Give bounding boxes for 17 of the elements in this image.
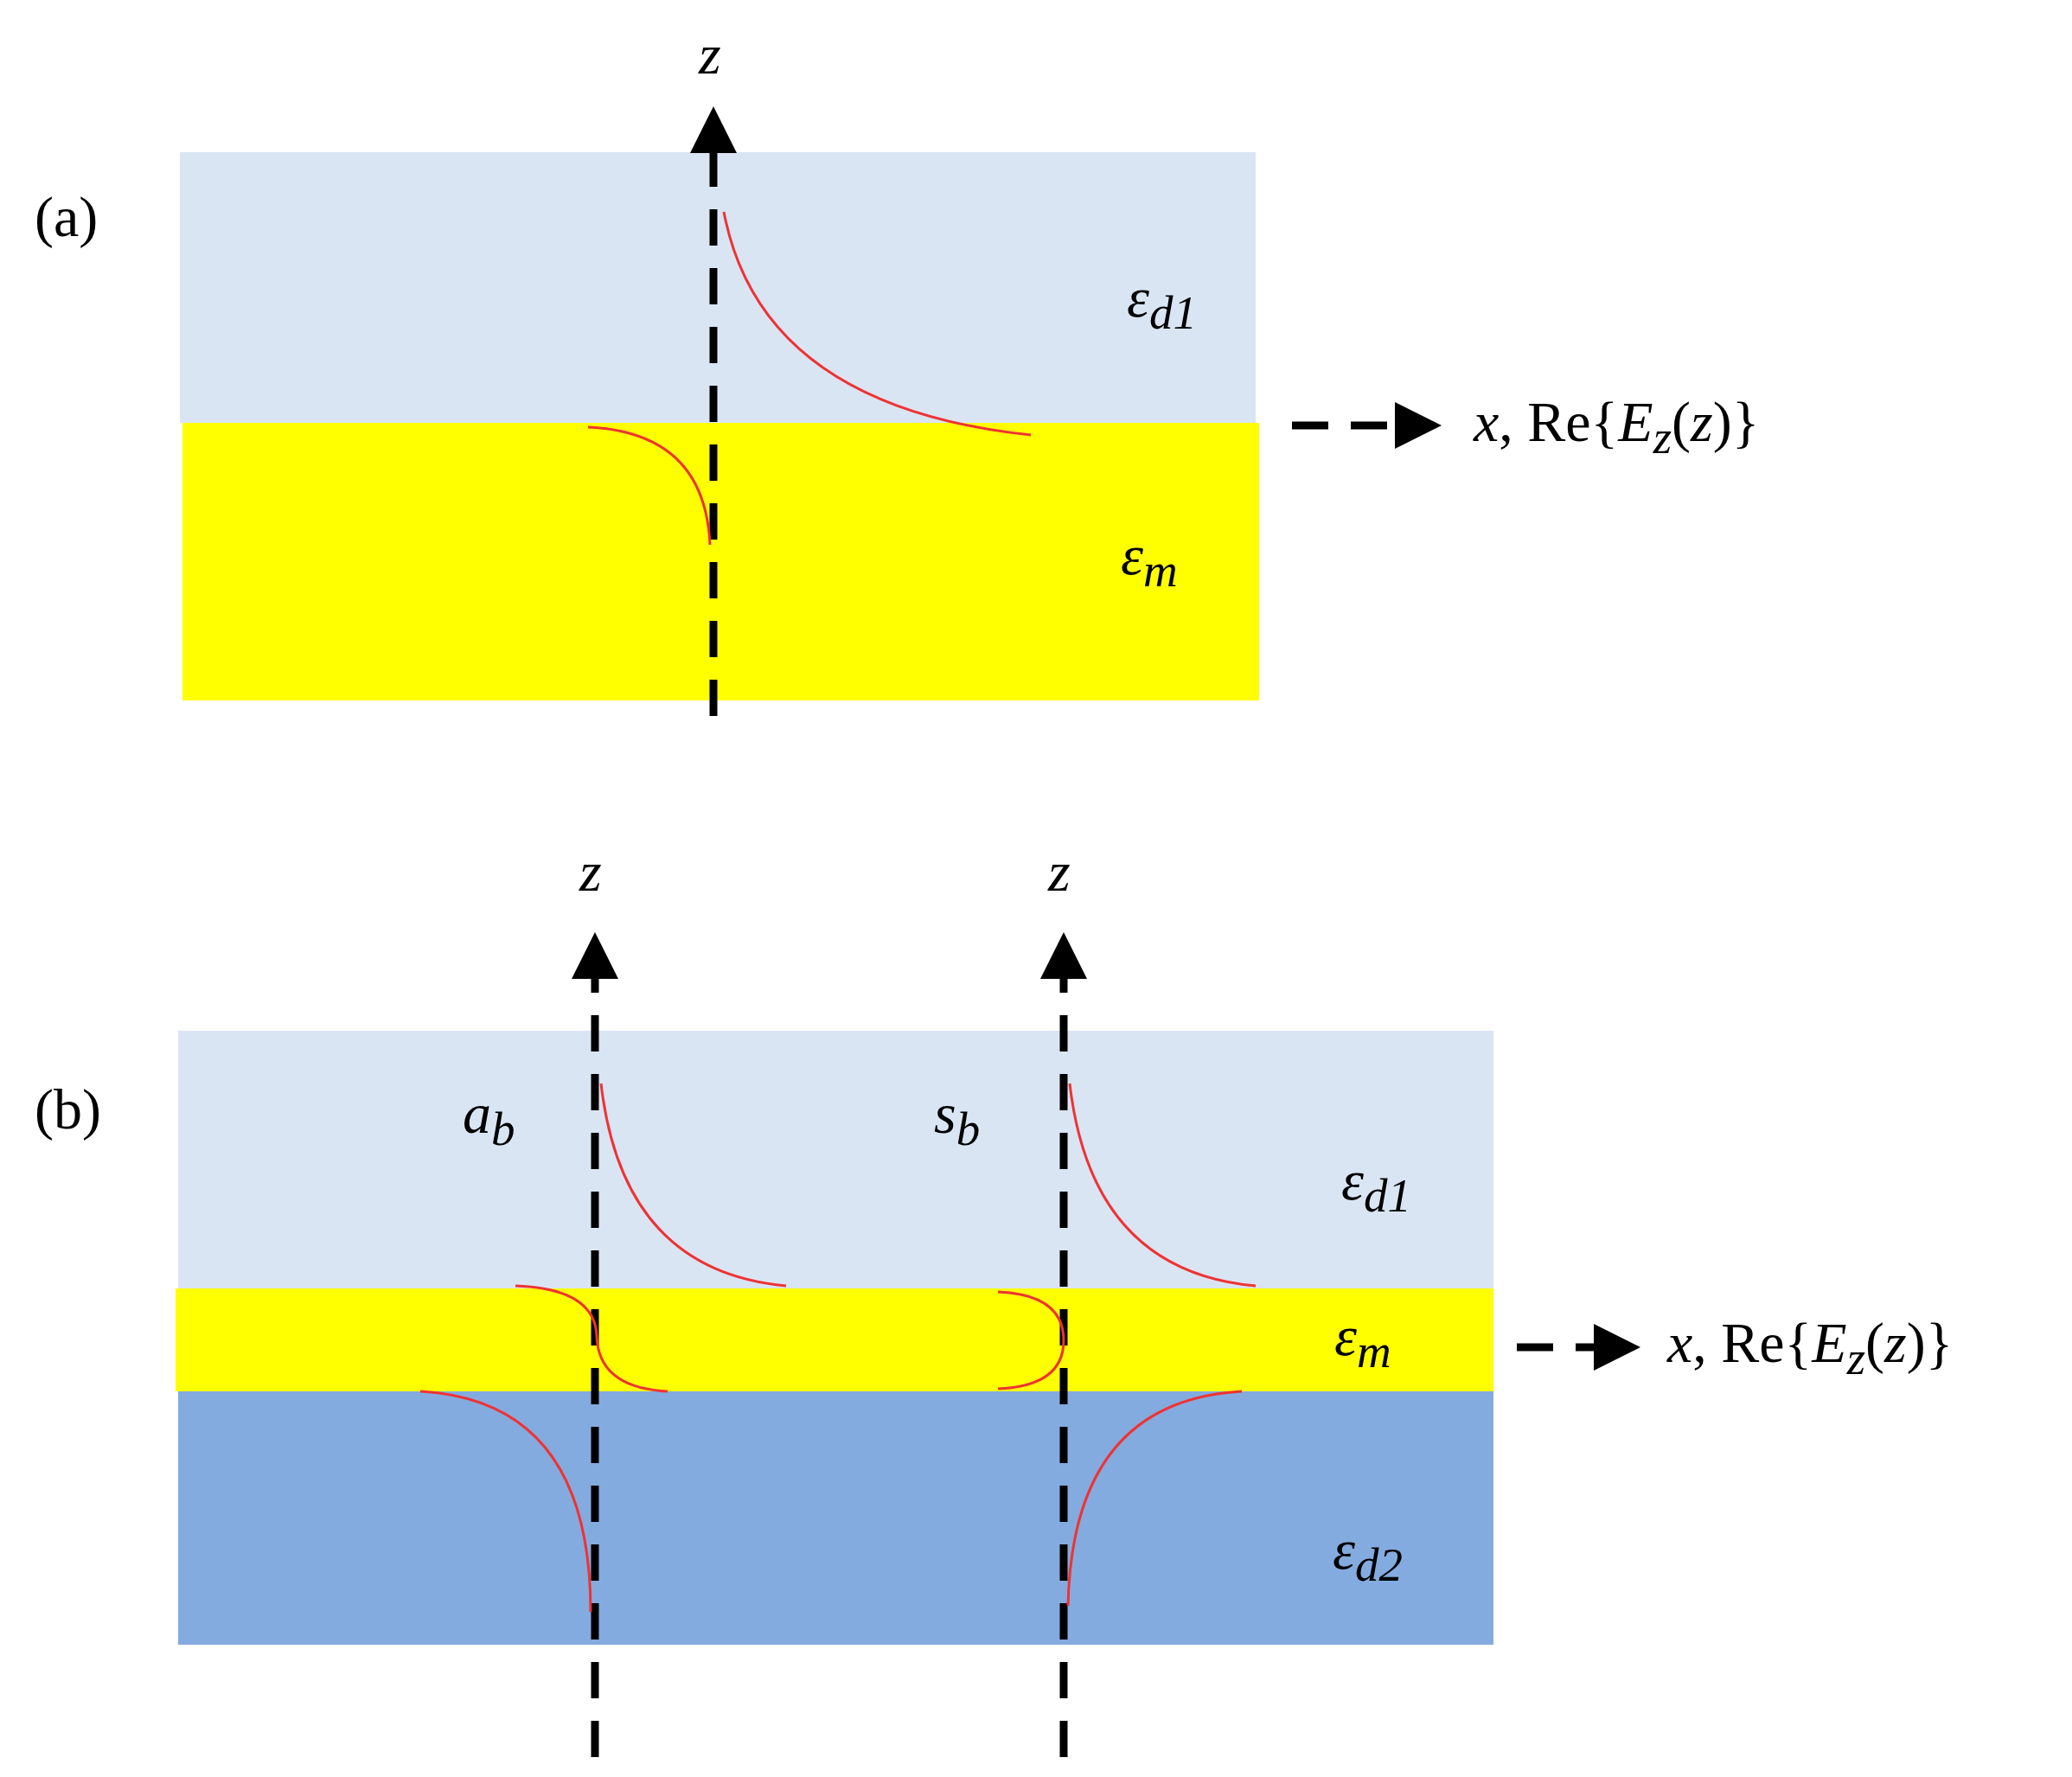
axis-label: z [1048, 843, 1071, 900]
permittivity-label: ε$_{d2}$ [1333, 1521, 1403, 1589]
dielectric-layer [178, 1031, 1493, 1288]
axis-label: z [579, 843, 602, 900]
metal-layer [176, 1288, 1493, 1391]
mode-label: a$_{b}$ [463, 1085, 515, 1154]
axis-label: x, Re{E$_{z}$(z)} [1474, 393, 1760, 462]
axis-label: x, Re{E$_{z}$(z)} [1667, 1314, 1954, 1383]
permittivity-label: ε$_{m}$ [1121, 527, 1178, 595]
metal-layer [182, 423, 1259, 700]
permittivity-label: ε$_{d1}$ [1341, 1152, 1411, 1220]
dielectric-layer [178, 1391, 1493, 1645]
dielectric-layer [180, 152, 1256, 423]
mode-label: s$_{b}$ [934, 1085, 981, 1154]
axis-label: z [699, 26, 721, 83]
permittivity-label: ε$_{d1}$ [1127, 269, 1197, 337]
permittivity-label: ε$_{m}$ [1334, 1307, 1391, 1376]
